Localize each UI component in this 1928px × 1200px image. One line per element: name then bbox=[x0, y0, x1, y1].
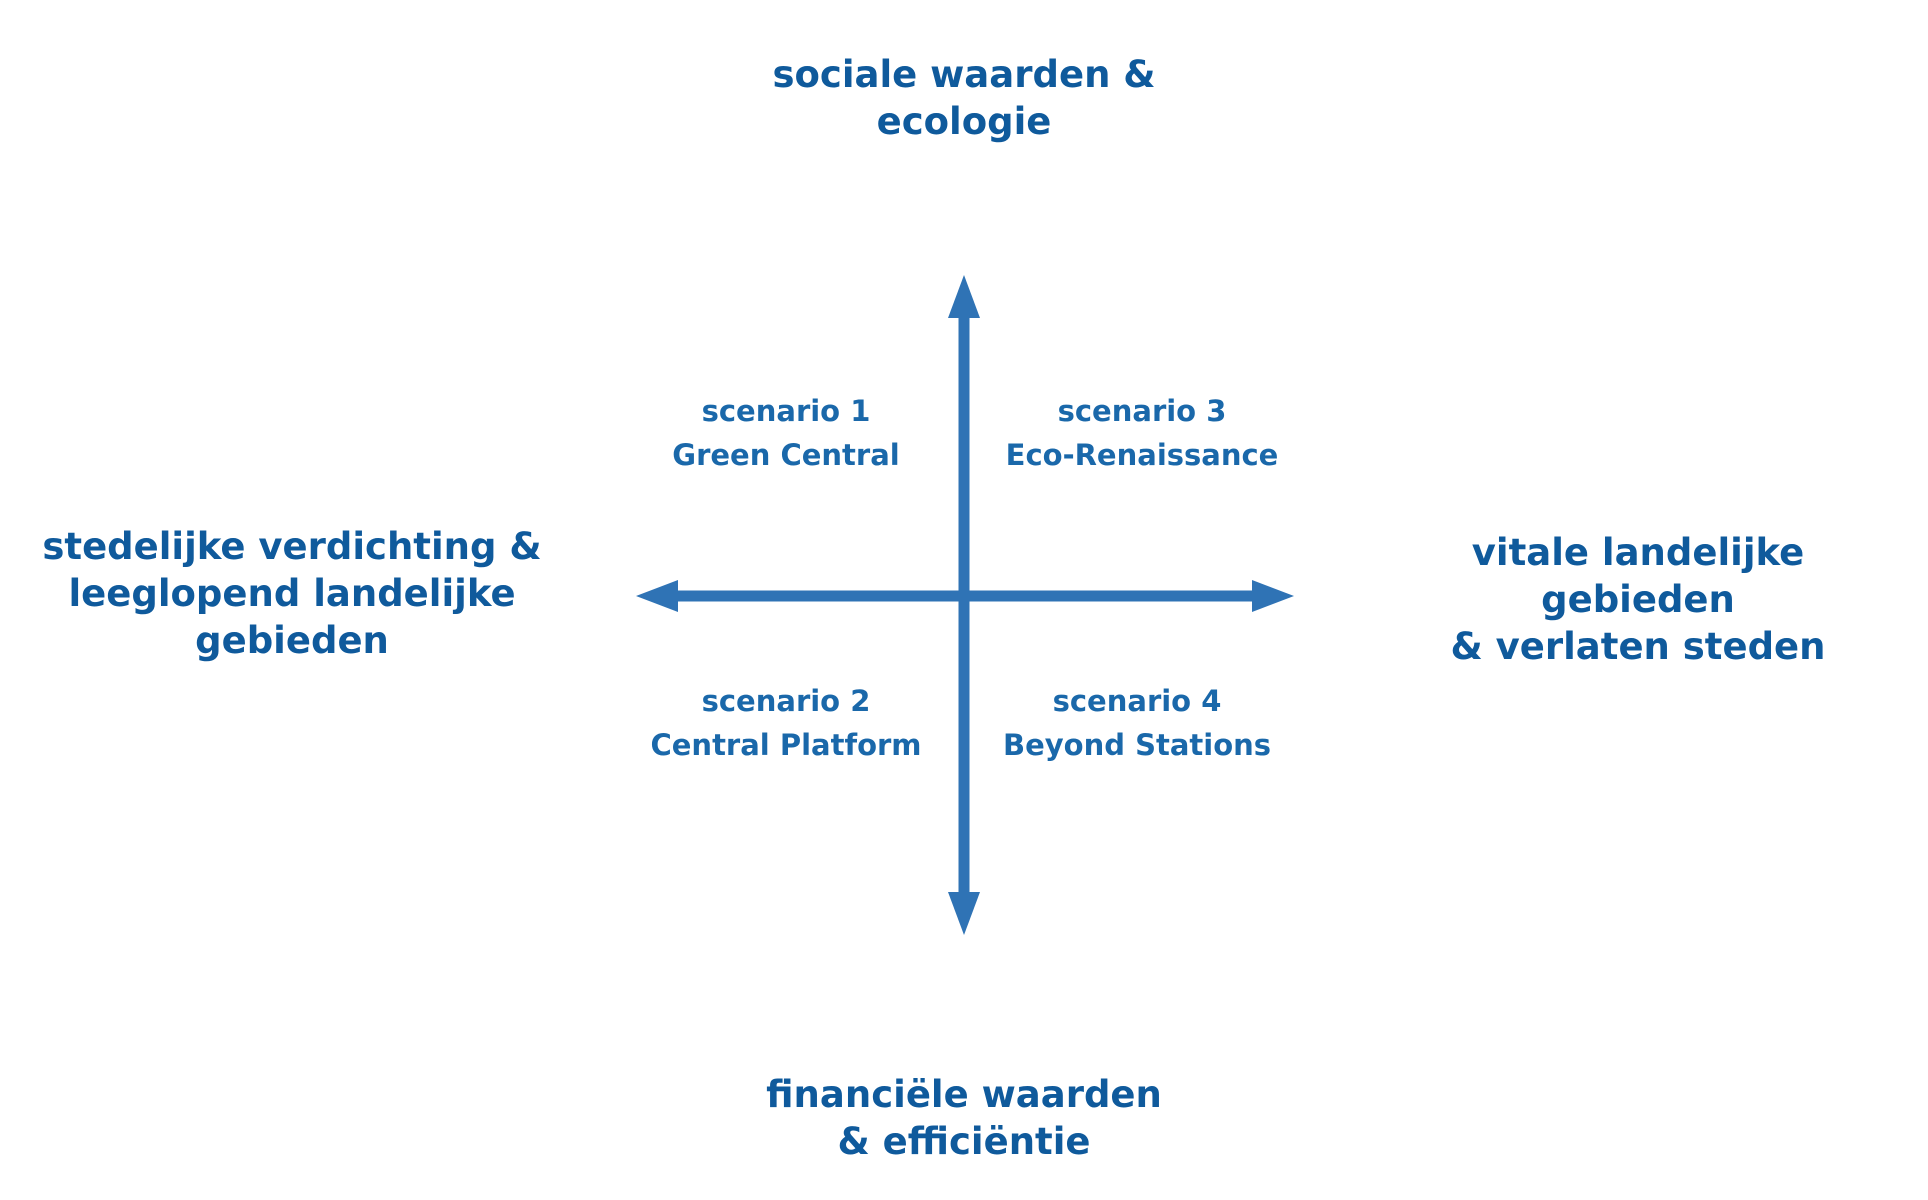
pole-top-line-2: ecologie bbox=[876, 99, 1052, 143]
pole-right-line-3: & verlaten steden bbox=[1450, 624, 1826, 668]
scenario-3-label: scenario 3 Eco-Renaissance bbox=[1006, 390, 1279, 477]
axes-group bbox=[636, 275, 1294, 935]
scenario-3-name: Eco-Renaissance bbox=[1005, 437, 1279, 472]
arrow-left-icon bbox=[636, 580, 678, 612]
scenario-4-number: scenario 4 bbox=[1052, 684, 1222, 718]
arrow-right-icon bbox=[1252, 580, 1294, 612]
scenario-4-label: scenario 4 Beyond Stations bbox=[1003, 680, 1271, 767]
arrow-down-icon bbox=[948, 892, 980, 935]
scenario-4-name: Beyond Stations bbox=[1002, 727, 1272, 762]
scenario-2-name: Central Platform bbox=[650, 727, 922, 762]
pole-label-left: stedelijke verdichting & leeglopend land… bbox=[42, 524, 541, 665]
pole-bottom-line-2: & efficiëntie bbox=[837, 1119, 1091, 1163]
pole-label-right: vitale landelijke gebieden & verlaten st… bbox=[1451, 530, 1826, 671]
pole-label-top: sociale waarden & ecologie bbox=[772, 52, 1155, 146]
pole-left-line-1: stedelijke verdichting & bbox=[42, 525, 542, 568]
pole-left-line-2: leeglopend landelijke bbox=[68, 571, 516, 615]
arrow-up-icon bbox=[948, 275, 980, 318]
pole-left-line-3: gebieden bbox=[195, 618, 389, 662]
scenario-1-name: Green Central bbox=[672, 437, 900, 472]
pole-bottom-line-1: financiële waarden bbox=[766, 1073, 1162, 1116]
pole-right-line-1: vitale landelijke bbox=[1471, 531, 1805, 574]
pole-right-line-2: gebieden bbox=[1541, 577, 1735, 621]
scenario-3-number: scenario 3 bbox=[1057, 394, 1227, 428]
pole-label-bottom: financiële waarden & efficiëntie bbox=[766, 1072, 1162, 1166]
scenario-2-label: scenario 2 Central Platform bbox=[650, 680, 921, 767]
scenario-2-number: scenario 2 bbox=[701, 684, 871, 718]
scenario-1-number: scenario 1 bbox=[701, 394, 871, 428]
scenario-1-label: scenario 1 Green Central bbox=[672, 390, 899, 477]
pole-top-line-1: sociale waarden & bbox=[772, 53, 1156, 96]
